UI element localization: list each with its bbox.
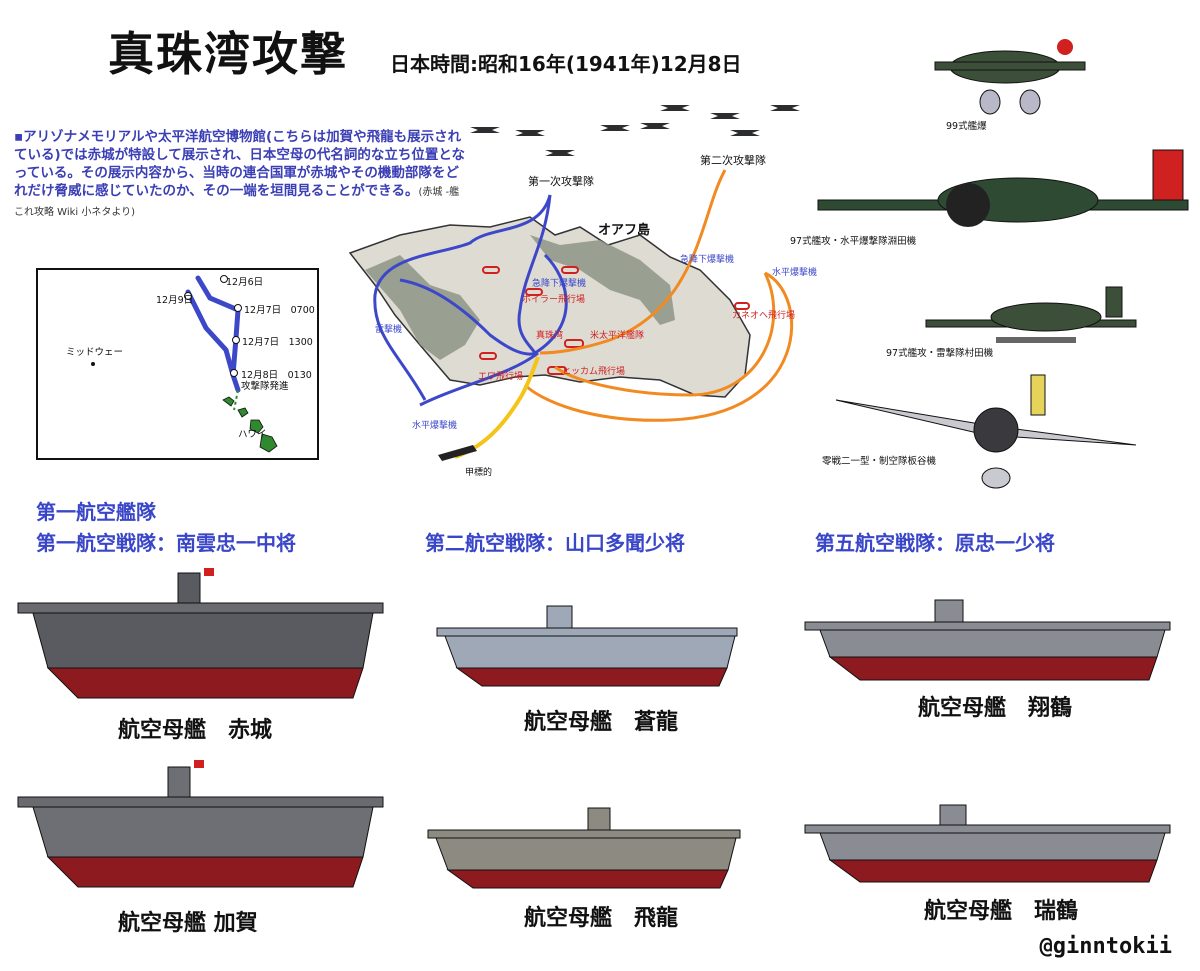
author-credit: @ginntokii: [1039, 934, 1172, 959]
hawaii-islands: [222, 396, 278, 453]
fleet-header: 第一航空艦隊: [36, 500, 156, 524]
division-2-header: 第二航空戦隊：山口多聞少将: [425, 531, 685, 555]
ship-name-kaga: 航空母艦 加賀: [118, 911, 258, 936]
plane-label-zero: 零戦二一型・制空隊板谷機: [822, 456, 937, 467]
first-wave-label: 第一次攻撃隊: [528, 175, 594, 188]
page-title: 真珠湾攻撃: [108, 27, 348, 81]
route-inset-map: 12月6日 12月9日 12月7日 0700 12月7日 1300 ミッドウェー…: [36, 268, 319, 460]
carrier-zuikaku-drawing: [804, 804, 1171, 883]
wheeler-label: ホイラー飛行場: [522, 295, 586, 305]
koolau-range: [530, 235, 675, 325]
route-lines: [91, 275, 278, 453]
us-fleet-label: 米太平洋艦隊: [590, 331, 645, 341]
inset-label-dec7-1300: 12月7日 1300: [242, 337, 313, 348]
note-text: ▪アリゾナメモリアルや太平洋航空博物館(こちらは加賀や飛龍も展示されている)では…: [14, 129, 465, 199]
dec7-1300-marker: [232, 336, 240, 344]
midget-sub-route: [454, 356, 540, 459]
first-wave-planes: [470, 120, 630, 156]
ship-name-hiryu: 航空母艦 飛龍: [524, 906, 679, 931]
carrier-kaga-drawing: [17, 760, 384, 888]
type97-torpedo-bomber-drawing: [925, 286, 1137, 343]
second-wave-route-2: [554, 272, 776, 397]
midget-sub-shape: [438, 445, 477, 461]
note-source: (赤城 -艦これ攻略 Wiki 小ネタより): [14, 187, 460, 218]
plane-label-type99: 99式艦爆: [946, 121, 987, 132]
waianae-range: [365, 255, 480, 360]
oahu-attack-map: [348, 105, 800, 461]
division-1-header: 第一航空戦隊：南雲忠一中将: [36, 531, 296, 555]
inset-label-dec7-0700: 12月7日 0700: [244, 305, 315, 316]
carrier-soryu-drawing: [436, 605, 738, 687]
ewa-label: エワ飛行場: [478, 372, 524, 382]
ship-name-soryu: 航空母艦 蒼龍: [524, 710, 679, 735]
date-subtitle: 日本時間:昭和16年(1941年)12月8日: [390, 52, 742, 76]
second-wave-route-1: [539, 169, 727, 355]
history-note: ▪アリゾナメモリアルや太平洋航空博物館(こちらは加賀や飛龍も展示されている)では…: [14, 128, 469, 222]
first-wave-route-west: [373, 194, 552, 401]
plane-label-type97-murata: 97式艦攻・雷撃隊村田機: [886, 348, 994, 359]
inset-label-launch: 攻撃隊発進: [241, 381, 289, 392]
inset-label-hawaii: ハワイ: [238, 429, 267, 440]
horizontal-bomber-label-2: 水平爆撃機: [772, 268, 818, 278]
zero-fighter-drawing: [835, 374, 1137, 489]
dive-bomber-label-1: 急降下爆撃機: [532, 279, 587, 289]
first-wave-route-center: [517, 194, 552, 354]
inset-label-midway: ミッドウェー: [66, 347, 124, 358]
second-wave-label: 第二次攻撃隊: [700, 154, 766, 167]
ship-name-akagi: 航空母艦 赤城: [118, 718, 273, 743]
inset-label-dec9: 12月9日: [156, 295, 194, 306]
ship-name-zuikaku: 航空母艦 瑞鶴: [924, 899, 1079, 924]
second-wave-route-3: [523, 271, 793, 422]
carrier-shokaku-drawing: [804, 599, 1171, 681]
kaneohe-label: カネオヘ飛行場: [732, 311, 796, 321]
inset-label-dec8: 12月8日 0130: [241, 370, 312, 381]
pearl-harbor-label: 真珠湾: [536, 331, 564, 341]
carrier-hiryu-drawing: [427, 807, 741, 889]
type97-level-bomber-drawing: [817, 149, 1189, 227]
type99-bomber-drawing: [934, 39, 1086, 115]
ship-name-shokaku: 航空母艦 翔鶴: [918, 696, 1073, 721]
second-wave-planes: [640, 105, 800, 136]
dive-bomber-label-2: 急降下爆撃機: [680, 255, 735, 265]
island-label: オアフ島: [598, 223, 651, 238]
plane-label-type97-fuchida: 97式艦攻・水平爆撃隊淵田機: [790, 236, 917, 247]
midget-sub-label: 甲標的: [465, 468, 493, 478]
division-5-header: 第五航空戦隊：原忠一少将: [815, 531, 1055, 555]
horizontal-bomber-label-1: 水平爆撃機: [412, 421, 458, 431]
carrier-akagi-drawing: [17, 568, 384, 699]
dec9-marker: [184, 292, 192, 300]
dec6-marker: [220, 275, 228, 283]
midway-dot: [91, 362, 95, 366]
torpedo-bomber-label: 雷撃機: [375, 325, 403, 335]
first-wave-route-torpedo: [399, 278, 538, 356]
dec8-marker: [230, 369, 238, 377]
inset-label-dec6: 12月6日: [226, 277, 264, 288]
hickam-label: ヒッカム飛行場: [562, 367, 626, 377]
dec7-0700-marker: [234, 304, 242, 312]
